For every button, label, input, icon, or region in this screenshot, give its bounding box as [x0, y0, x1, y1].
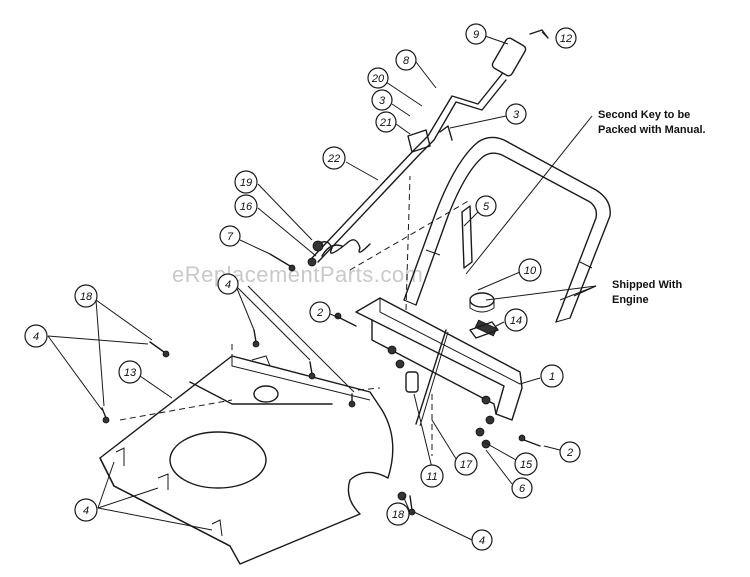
crank-rod	[307, 29, 549, 267]
svg-text:Shipped With: Shipped With	[612, 279, 682, 291]
part-11	[405, 371, 419, 393]
svg-text:21: 21	[379, 117, 392, 129]
callout-6: 6	[511, 477, 533, 499]
callout-4: 4	[217, 273, 239, 295]
callout-20: 20	[367, 67, 389, 89]
svg-text:Second Key to be: Second Key to be	[598, 109, 690, 121]
callout-15: 15	[514, 452, 538, 476]
svg-text:13: 13	[124, 367, 137, 379]
callout-14: 14	[504, 308, 528, 332]
svg-text:1: 1	[549, 371, 555, 383]
callout-13: 13	[118, 360, 142, 384]
svg-text:5: 5	[483, 201, 490, 213]
svg-text:3: 3	[513, 109, 520, 121]
svg-text:22: 22	[327, 153, 340, 165]
svg-text:4: 4	[479, 535, 485, 547]
svg-text:2: 2	[316, 307, 323, 319]
svg-text:6: 6	[519, 483, 526, 495]
callout-2: 2	[559, 441, 581, 463]
watermark: eReplacementParts.com	[172, 262, 423, 287]
svg-text:18: 18	[80, 291, 93, 303]
leader-lines	[47, 31, 597, 541]
svg-text:20: 20	[371, 73, 385, 85]
svg-text:7: 7	[227, 231, 234, 243]
svg-text:15: 15	[520, 459, 533, 471]
callout-11: 11	[420, 464, 444, 488]
svg-text:8: 8	[403, 55, 410, 67]
svg-text:12: 12	[560, 33, 572, 45]
svg-text:10: 10	[524, 265, 537, 277]
callout-10: 10	[518, 258, 542, 282]
svg-text:18: 18	[392, 509, 405, 521]
callout-2: 2	[309, 301, 331, 323]
rod-17	[415, 329, 447, 425]
callout-7: 7	[219, 225, 241, 247]
callout-3: 3	[505, 103, 527, 125]
callout-16: 16	[234, 194, 258, 218]
svg-text:4: 4	[225, 279, 231, 291]
callout-9: 9	[465, 23, 487, 45]
note-second-key: Second Key to be Packed with Manual.	[598, 109, 706, 136]
callout-4: 4	[471, 529, 493, 551]
callout-22: 22	[322, 146, 346, 170]
svg-text:2: 2	[566, 447, 573, 459]
callout-8: 8	[395, 49, 417, 71]
hardware	[101, 253, 541, 516]
callout-4: 4	[74, 498, 98, 522]
svg-text:Packed with Manual.: Packed with Manual.	[598, 124, 706, 136]
callout-3: 3	[371, 89, 393, 111]
callout-19: 19	[234, 170, 258, 194]
part-14	[469, 321, 499, 339]
svg-text:11: 11	[426, 471, 437, 483]
callout-21: 21	[375, 111, 397, 133]
svg-text:17: 17	[460, 459, 473, 471]
svg-text:Engine: Engine	[612, 294, 649, 306]
note-shipped-with-engine: Shipped With Engine	[612, 279, 682, 306]
upper-handle	[403, 136, 611, 323]
ignition-key	[461, 205, 473, 269]
callout-1: 1	[540, 364, 564, 388]
callout-4: 4	[24, 324, 48, 348]
svg-text:9: 9	[473, 29, 479, 41]
svg-text:3: 3	[379, 95, 386, 107]
svg-text:14: 14	[510, 315, 522, 327]
callout-12: 12	[555, 27, 577, 49]
callout-18: 18	[74, 284, 98, 308]
callout-18: 18	[386, 502, 410, 526]
svg-text:4: 4	[83, 505, 89, 517]
callout-17: 17	[454, 452, 478, 476]
callout-5: 5	[475, 195, 497, 217]
svg-text:16: 16	[240, 201, 253, 213]
svg-text:19: 19	[240, 177, 252, 189]
svg-text:4: 4	[33, 331, 39, 343]
lower-handle-bracket	[355, 292, 523, 425]
